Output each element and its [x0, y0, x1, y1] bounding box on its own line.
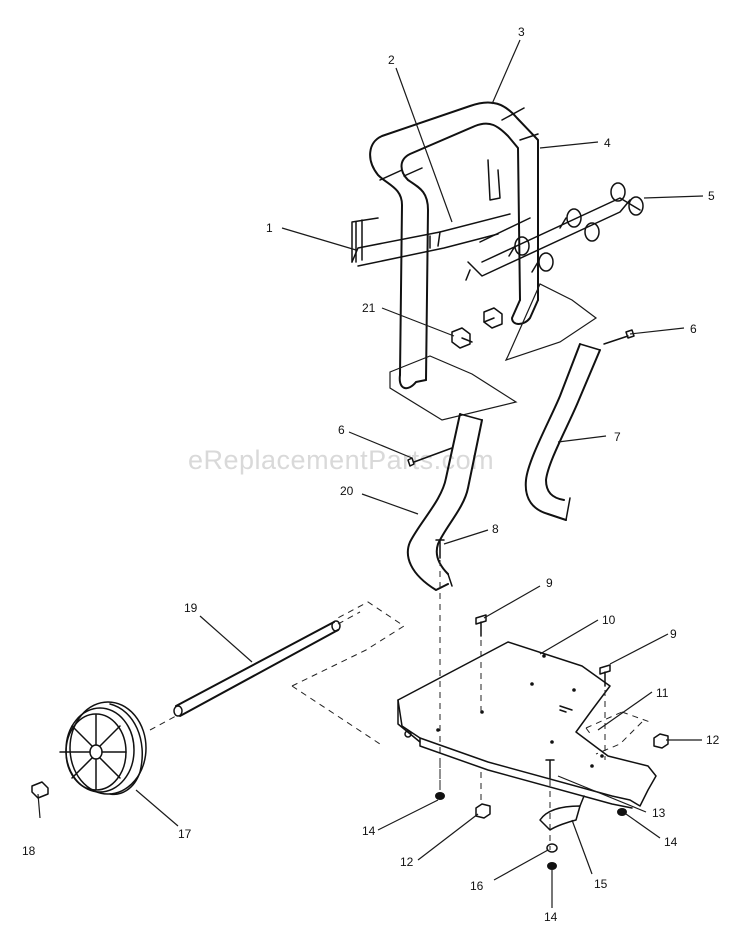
foot-15	[539, 795, 585, 831]
callout-9-right: 9	[670, 627, 677, 641]
bolt-6-right	[603, 329, 635, 345]
bolt-13	[545, 759, 555, 850]
callout-1: 1	[266, 221, 273, 235]
handle-assembly	[369, 101, 539, 390]
wheel	[59, 701, 147, 796]
callout-8: 8	[492, 522, 499, 536]
handle-foot-plate-left	[389, 355, 518, 421]
nut-12-bottom	[475, 772, 491, 819]
callout-12-right: 12	[706, 733, 720, 747]
callout-18: 18	[22, 844, 36, 858]
bracket-11-outline	[585, 711, 651, 755]
callout-21: 21	[362, 301, 376, 315]
callout-6-right: 6	[690, 322, 697, 336]
bolt-8	[435, 539, 445, 790]
callout-10: 10	[602, 613, 616, 627]
callout-4: 4	[604, 136, 611, 150]
leader-lines	[37, 39, 704, 908]
callout-19: 19	[184, 601, 198, 615]
callout-labels: 1 2 3 4 5 6 6 7 8 9 9 10 11 12 12 13 14 …	[22, 25, 720, 924]
callout-11: 11	[656, 686, 669, 700]
callout-13: 13	[652, 806, 666, 820]
callout-9-left: 9	[546, 576, 553, 590]
upright-tube-left	[406, 413, 483, 591]
nut-12-right	[653, 733, 669, 749]
callout-17: 17	[178, 827, 192, 841]
callout-7: 7	[614, 430, 621, 444]
washer-16	[546, 843, 558, 853]
callout-14-bottom: 14	[544, 910, 558, 924]
callout-3: 3	[518, 25, 525, 39]
knob-right	[483, 307, 503, 329]
nut-14-bottom	[547, 862, 557, 870]
callout-12-bottom: 12	[400, 855, 414, 869]
callout-20: 20	[340, 484, 354, 498]
upright-tube-right	[524, 343, 601, 521]
knob-left	[451, 327, 473, 349]
nut-14-right	[617, 808, 627, 816]
watermark: eReplacementParts.com	[188, 445, 494, 475]
bolt-9-left	[475, 614, 487, 712]
callout-6-left: 6	[338, 423, 345, 437]
callout-2: 2	[388, 53, 395, 67]
nut-14-left	[435, 792, 445, 800]
hub-cap	[31, 781, 49, 799]
nozzle-holder	[465, 182, 644, 281]
callout-16: 16	[470, 879, 484, 893]
base-plate	[397, 641, 657, 809]
axle-mount-outline	[291, 601, 405, 745]
callout-5: 5	[708, 189, 715, 203]
axle	[149, 611, 361, 731]
bolt-6-left	[407, 447, 453, 467]
callout-14-right: 14	[664, 835, 678, 849]
wand-holder-left	[351, 159, 511, 267]
callout-15: 15	[594, 877, 608, 891]
callout-14-left: 14	[362, 824, 376, 838]
handle-foot-plate-right	[504, 283, 598, 362]
